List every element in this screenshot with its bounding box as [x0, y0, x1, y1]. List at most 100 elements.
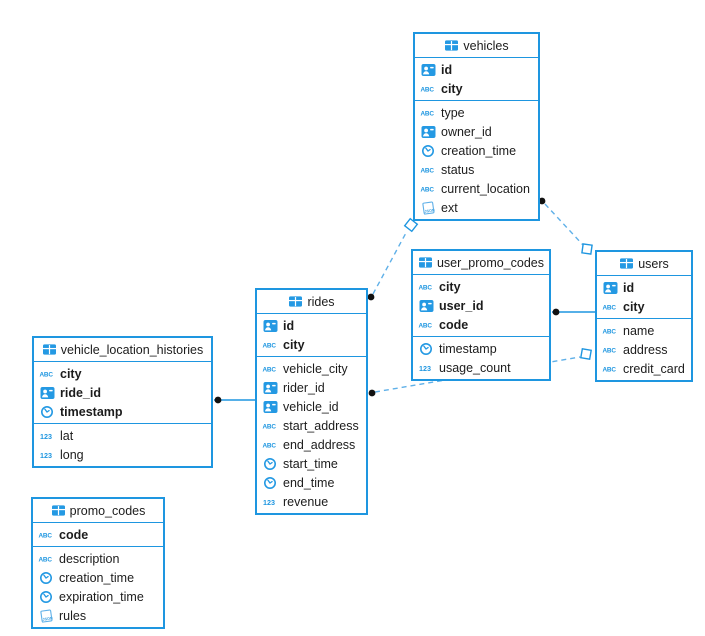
field-name: long: [60, 447, 84, 462]
table-header[interactable]: rides: [257, 290, 366, 314]
table-icon: [418, 256, 433, 269]
field-name: timestamp: [60, 404, 123, 419]
field-row-vehicle_city[interactable]: vehicle_city: [257, 359, 366, 378]
primary-key-section: id city: [415, 58, 538, 100]
primary-key-section: id city: [597, 276, 691, 318]
field-row-vehicle_id[interactable]: vehicle_id: [257, 397, 366, 416]
relation-vehicle_location_histories-rides[interactable]: [214, 396, 258, 404]
field-row-city[interactable]: city: [413, 277, 549, 296]
field-row-lat[interactable]: lat: [34, 426, 211, 445]
field-name: rider_id: [283, 380, 325, 395]
table-icon: [51, 504, 66, 517]
field-name: city: [283, 337, 305, 352]
field-row-name[interactable]: name: [597, 321, 691, 340]
field-row-address[interactable]: address: [597, 340, 691, 359]
field-row-ride_id[interactable]: ride_id: [34, 383, 211, 402]
field-name: id: [623, 280, 635, 295]
table-icon: [42, 343, 57, 356]
primary-key-section: id city: [257, 314, 366, 356]
table-name: users: [638, 256, 669, 271]
field-name: vehicle_id: [283, 399, 339, 414]
field-row-rider_id[interactable]: rider_id: [257, 378, 366, 397]
id-badge-icon: [420, 125, 437, 139]
number-type-icon: [418, 361, 435, 375]
field-name: end_time: [283, 475, 335, 490]
fields-section: vehicle_city rider_id vehicle_id start_addr…: [257, 356, 366, 513]
field-row-city[interactable]: city: [597, 297, 691, 316]
field-row-id[interactable]: id: [415, 60, 538, 79]
field-row-id[interactable]: id: [597, 278, 691, 297]
field-name: name: [623, 323, 655, 338]
table-header[interactable]: vehicle_location_histories: [34, 338, 211, 362]
abc-text-type-icon: [602, 362, 619, 376]
table-header[interactable]: promo_codes: [33, 499, 163, 523]
clock-icon: [420, 144, 437, 158]
field-row-description[interactable]: description: [33, 549, 163, 568]
field-name: type: [441, 105, 465, 120]
field-row-end_time[interactable]: end_time: [257, 473, 366, 492]
field-name: usage_count: [439, 360, 511, 375]
table-header[interactable]: vehicles: [415, 34, 538, 58]
field-row-credit_card[interactable]: credit_card: [597, 359, 691, 378]
field-row-type[interactable]: type: [415, 103, 538, 122]
clock-icon: [262, 457, 279, 471]
field-row-rules[interactable]: rules: [33, 606, 163, 625]
field-row-status[interactable]: status: [415, 160, 538, 179]
field-row-city[interactable]: city: [257, 335, 366, 354]
field-row-id[interactable]: id: [257, 316, 366, 335]
field-name: current_location: [441, 181, 530, 196]
json-icon: [420, 201, 437, 215]
relation-vehicles-users[interactable]: [538, 197, 593, 255]
table-name: user_promo_codes: [436, 255, 544, 270]
field-name: address: [623, 342, 668, 357]
field-row-city[interactable]: city: [415, 79, 538, 98]
field-row-creation_time[interactable]: creation_time: [33, 568, 163, 587]
id-badge-icon: [420, 63, 437, 77]
abc-text-type-icon: [420, 82, 437, 96]
field-row-user_id[interactable]: user_id: [413, 296, 549, 315]
field-row-timestamp[interactable]: timestamp: [413, 339, 549, 358]
field-name: start_time: [283, 456, 338, 471]
field-name: lat: [60, 428, 74, 443]
table-header[interactable]: user_promo_codes: [413, 251, 549, 275]
fields-section: lat long: [34, 423, 211, 466]
field-name: user_id: [439, 298, 484, 313]
field-row-city[interactable]: city: [34, 364, 211, 383]
field-row-creation_time[interactable]: creation_time: [415, 141, 538, 160]
abc-text-type-icon: [262, 438, 279, 452]
relation-user_promo_codes-users[interactable]: [552, 308, 597, 316]
primary-key-section: code: [33, 523, 163, 546]
field-row-start_time[interactable]: start_time: [257, 454, 366, 473]
table-users[interactable]: users id city name address credit_card: [595, 250, 693, 382]
relation-rides-vehicles[interactable]: [367, 217, 419, 301]
field-name: creation_time: [441, 143, 517, 158]
clock-icon: [38, 590, 55, 604]
table-vehicles[interactable]: vehicles id city type owner_id creation_tim…: [413, 32, 540, 221]
field-row-usage_count[interactable]: usage_count: [413, 358, 549, 377]
field-name: city: [441, 81, 463, 96]
field-row-end_address[interactable]: end_address: [257, 435, 366, 454]
abc-text-type-icon: [39, 367, 56, 381]
number-type-icon: [39, 429, 56, 443]
table-header[interactable]: users: [597, 252, 691, 276]
field-name: vehicle_city: [283, 361, 348, 376]
field-row-timestamp[interactable]: timestamp: [34, 402, 211, 421]
field-row-code[interactable]: code: [413, 315, 549, 334]
clock-icon: [39, 405, 56, 419]
field-row-revenue[interactable]: revenue: [257, 492, 366, 511]
field-row-long[interactable]: long: [34, 445, 211, 464]
field-row-code[interactable]: code: [33, 525, 163, 544]
field-name: id: [283, 318, 295, 333]
field-row-expiration_time[interactable]: expiration_time: [33, 587, 163, 606]
field-name: ride_id: [60, 385, 101, 400]
abc-text-type-icon: [602, 343, 619, 357]
field-row-owner_id[interactable]: owner_id: [415, 122, 538, 141]
field-row-current_location[interactable]: current_location: [415, 179, 538, 198]
field-row-start_address[interactable]: start_address: [257, 416, 366, 435]
field-row-ext[interactable]: ext: [415, 198, 538, 217]
